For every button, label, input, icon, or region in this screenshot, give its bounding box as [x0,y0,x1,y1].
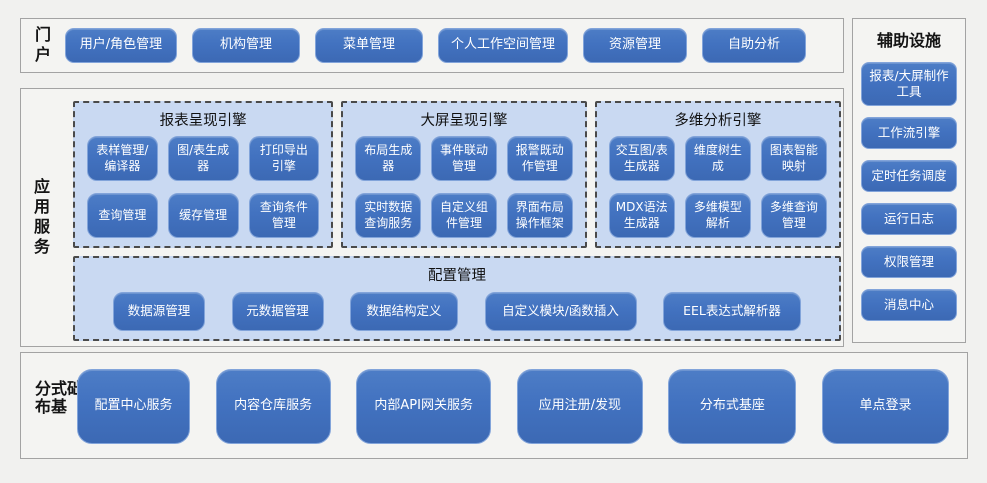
app-services-section: 应用服务 报表呈现引擎 表样管理/编译器 图/表生成器 打印导出引擎 查询管理 … [20,88,844,347]
engine-item: 自定义组件管理 [431,193,497,238]
dist-item-app-registry: 应用注册/发现 [516,369,643,444]
portal-section: 门户 用户/角色管理 机构管理 菜单管理 个人工作空间管理 资源管理 自助分析 [20,18,844,73]
portal-item-self-analysis: 自助分析 [702,28,806,63]
aux-item-report-bigscreen-tool: 报表/大屏制作工具 [861,62,957,106]
aux-item-permission-mgmt: 权限管理 [861,246,957,278]
engine-group-report: 报表呈现引擎 表样管理/编译器 图/表生成器 打印导出引擎 查询管理 缓存管理 … [73,101,334,248]
distributed-foundation-section: 分布式基础 配置中心服务 内容仓库服务 内部API网关服务 应用注册/发现 分布… [20,352,968,459]
dist-item-distributed-base: 分布式基座 [668,369,797,444]
engine-group-title: 报表呈现引擎 [159,113,247,129]
engine-item: 缓存管理 [167,193,239,238]
dist-item-api-gateway: 内部API网关服务 [356,369,492,444]
engine-item: 布局生成器 [355,136,422,181]
engine-group-olap: 多维分析引擎 交互图/表生成器 维度树生成 图表智能映射 MDX语法生成器 多维… [594,101,841,248]
portal-items-row: 用户/角色管理 机构管理 菜单管理 个人工作空间管理 资源管理 自助分析 [65,28,806,63]
auxiliary-section: 辅助设施 报表/大屏制作工具 工作流引擎 定时任务调度 运行日志 权限管理 消息… [852,18,966,343]
engine-item: 交互图/表生成器 [608,136,675,181]
engine-item: 界面布局操作框架 [506,193,573,238]
distributed-section-label: 分布式基础 [32,379,83,416]
portal-item-workspace-mgmt: 个人工作空间管理 [438,28,568,63]
engine-item: 图/表生成器 [167,136,239,181]
engine-item: 查询管理 [87,193,158,238]
engine-item: 查询条件管理 [248,193,320,238]
dist-item-content-repo: 内容仓库服务 [215,369,331,444]
config-management-group: 配置管理 数据源管理 元数据管理 数据结构定义 自定义模块/函数插入 EEL表达… [73,256,841,341]
config-item-metadata-mgmt: 元数据管理 [231,292,324,331]
config-item-custom-module: 自定义模块/函数插入 [484,292,637,331]
aux-item-workflow-engine: 工作流引擎 [861,117,957,149]
config-group-title: 配置管理 [428,268,486,284]
aux-item-task-scheduler: 定时任务调度 [861,160,957,192]
aux-item-message-center: 消息中心 [861,289,957,321]
engine-item: 报警既动作管理 [506,136,573,181]
engine-items-grid: 交互图/表生成器 维度树生成 图表智能映射 MDX语法生成器 多维模型解析 多维… [597,130,839,238]
portal-section-label: 门户 [32,25,51,66]
engine-item: 表样管理/编译器 [87,136,158,181]
portal-item-resource-mgmt: 资源管理 [583,28,687,63]
engine-item: MDX语法生成器 [608,193,675,238]
dist-item-sso: 单点登录 [821,369,949,444]
engine-item: 事件联动管理 [431,136,497,181]
portal-item-user-role-mgmt: 用户/角色管理 [65,28,177,63]
engine-item: 打印导出引擎 [248,136,320,181]
engine-item: 多维模型解析 [684,193,751,238]
engine-group-bigscreen: 大屏呈现引擎 布局生成器 事件联动管理 报警既动作管理 实时数据查询服务 自定义… [341,101,587,248]
engine-item: 图表智能映射 [760,136,827,181]
config-item-eel-parser: EEL表达式解析器 [663,292,801,331]
engine-items-grid: 布局生成器 事件联动管理 报警既动作管理 实时数据查询服务 自定义组件管理 界面… [343,130,584,238]
engine-group-title: 大屏呈现引擎 [420,113,508,129]
dist-item-config-center: 配置中心服务 [77,369,190,444]
config-item-data-structure: 数据结构定义 [350,292,458,331]
portal-item-org-mgmt: 机构管理 [192,28,300,63]
distributed-items-row: 配置中心服务 内容仓库服务 内部API网关服务 应用注册/发现 分布式基座 单点… [77,369,949,444]
engine-group-title: 多维分析引擎 [674,113,762,129]
config-item-datasource-mgmt: 数据源管理 [113,292,205,331]
auxiliary-section-title: 辅助设施 [876,31,941,50]
portal-item-menu-mgmt: 菜单管理 [315,28,423,63]
engine-item: 实时数据查询服务 [355,193,422,238]
engine-items-grid: 表样管理/编译器 图/表生成器 打印导出引擎 查询管理 缓存管理 查询条件管理 [75,130,331,238]
engine-item: 维度树生成 [684,136,751,181]
aux-item-run-logs: 运行日志 [861,203,957,235]
engine-groups: 报表呈现引擎 表样管理/编译器 图/表生成器 打印导出引擎 查询管理 缓存管理 … [73,101,841,248]
config-items-row: 数据源管理 元数据管理 数据结构定义 自定义模块/函数插入 EEL表达式解析器 [75,285,839,331]
auxiliary-items-column: 报表/大屏制作工具 工作流引擎 定时任务调度 运行日志 权限管理 消息中心 [853,51,965,321]
engine-item: 多维查询管理 [760,193,827,238]
app-services-section-label: 应用服务 [31,177,50,258]
